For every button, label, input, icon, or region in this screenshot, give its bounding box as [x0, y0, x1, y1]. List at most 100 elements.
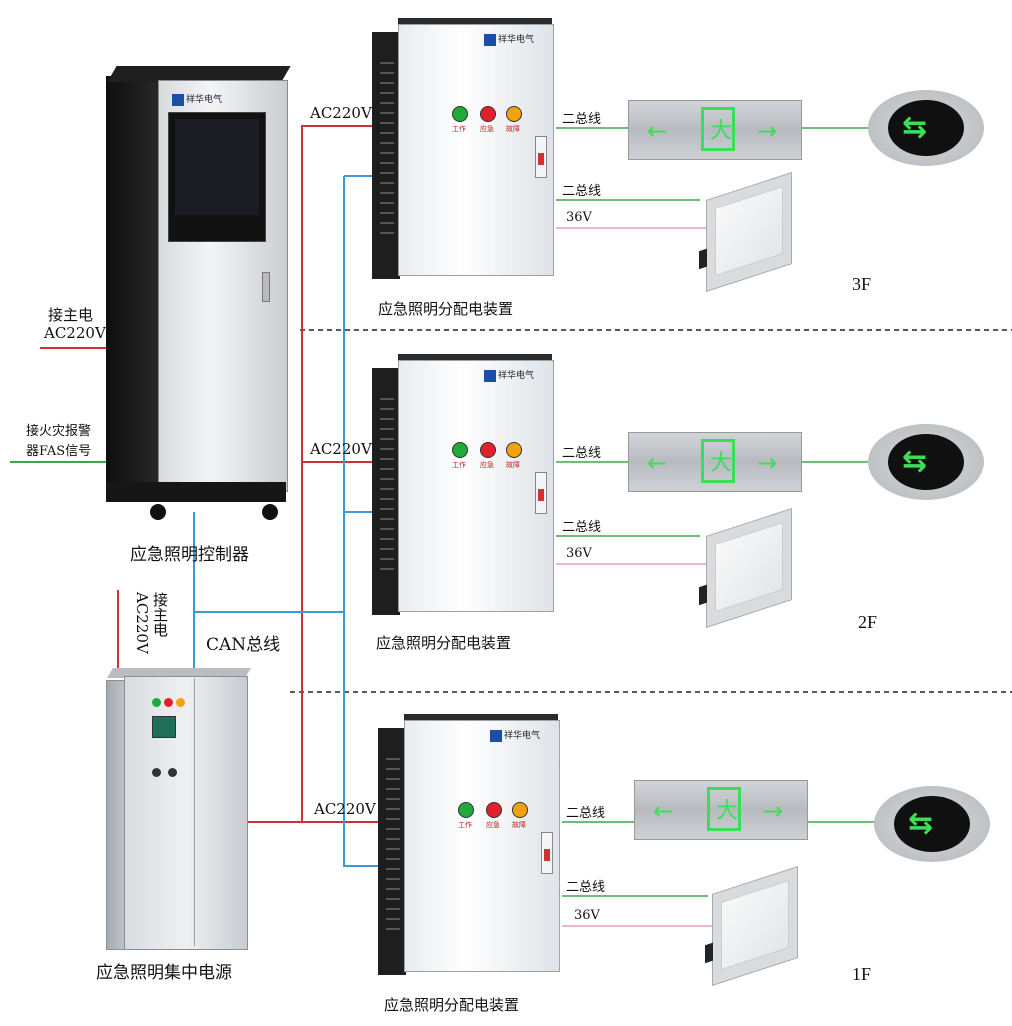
dbox-brand: 祥华电气 [498, 371, 535, 381]
bus-label-2f-downlight: 二总线 [562, 520, 602, 535]
cps-display [152, 716, 176, 738]
cps-door [124, 676, 248, 950]
work-lamp-label: 工作 [458, 821, 472, 829]
distribution-box-label-1f: 应急照明分配电装置 [384, 996, 520, 1014]
floor-light-lens: ⇆ [894, 796, 970, 852]
floor-indicator-light-icon: ⇆ [868, 90, 984, 166]
exit-door-icon [701, 107, 735, 151]
left-arrow-icon: ← [653, 797, 674, 825]
distribution-box-1f: 祥华电气 工作 应急 故障 [378, 714, 560, 975]
floor-light-lens: ⇆ [888, 434, 964, 490]
main-power-label-line2: AC220V [44, 324, 106, 342]
distribution-box-label-2f: 应急照明分配电装置 [376, 634, 512, 652]
dbox-brand: 祥华电气 [504, 731, 541, 741]
cps-knob [168, 768, 177, 777]
work-lamp-label: 工作 [452, 125, 466, 133]
exit-sign-icon: ← → [628, 432, 802, 492]
cps-door-seam [194, 678, 195, 946]
cps-lamp-green [152, 698, 161, 707]
work-lamp-label: 工作 [452, 461, 466, 469]
fault-lamp [512, 802, 528, 818]
dbox-switch [535, 136, 547, 178]
controller-handle [262, 272, 270, 302]
controller-logo: 祥华电气 [172, 92, 222, 106]
dbox-switch [535, 472, 547, 514]
central-power-label: 应急照明集中电源 [96, 963, 232, 983]
dbox-logo: 祥华电气 [484, 32, 534, 46]
ac220v-label-3f: AC220V [310, 104, 372, 122]
dbox-front [398, 360, 554, 612]
distribution-box-3f: 祥华电气 工作 应急 故障 [372, 18, 554, 279]
ac220v-label-1f: AC220V [314, 800, 376, 818]
dbox-front [398, 24, 554, 276]
dbox-brand: 祥华电气 [498, 35, 535, 45]
main-power-label-line1: 接主电 [48, 306, 94, 324]
emergency-lamp-label: 应急 [480, 461, 494, 469]
exit-sign-icon: ← → [628, 100, 802, 160]
exit-sign-icon: ← → [634, 780, 808, 840]
double-arrow-icon: ⇆ [902, 444, 928, 479]
distribution-box-label-3f: 应急照明分配电装置 [378, 300, 514, 318]
floor-light-lens: ⇆ [888, 100, 964, 156]
work-lamp [452, 106, 468, 122]
bus-label-3f-exit: 二总线 [562, 112, 602, 127]
left-arrow-icon: ← [647, 449, 668, 477]
dbox-side [372, 32, 400, 279]
work-lamp [452, 442, 468, 458]
cps-lamp-yellow [176, 698, 185, 707]
right-arrow-icon: → [763, 797, 784, 825]
controller-side [106, 76, 166, 488]
dbox-switch [541, 832, 553, 874]
exit-door-icon [707, 787, 741, 831]
fire-alarm-label-line1: 接火灾报警 [26, 424, 92, 439]
floor-indicator-light-icon: ⇆ [868, 424, 984, 500]
dbox-top [398, 18, 552, 26]
dbox-logo: 祥华电气 [490, 728, 540, 742]
right-arrow-icon: → [757, 449, 778, 477]
ac220v-label-2f: AC220V [310, 440, 372, 458]
bus-label-3f-downlight: 二总线 [562, 184, 602, 199]
controller-base [106, 482, 286, 502]
v36-label-2f: 36V [566, 546, 592, 561]
left-arrow-icon: ← [647, 117, 668, 145]
can-bus-label: CAN总线 [206, 635, 281, 655]
double-arrow-icon: ⇆ [902, 110, 928, 145]
dbox-top [398, 354, 552, 362]
emergency-lamp [480, 106, 496, 122]
dbox-side [378, 728, 406, 975]
fault-lamp-label: 故障 [512, 821, 526, 829]
fault-lamp-label: 故障 [506, 461, 520, 469]
emergency-lamp-label: 应急 [480, 125, 494, 133]
dbox-logo: 祥华电气 [484, 368, 534, 382]
distribution-box-2f: 祥华电气 工作 应急 故障 [372, 354, 554, 615]
fault-lamp [506, 442, 522, 458]
power-line-main [246, 125, 375, 823]
floor-label-3f: 3F [852, 274, 872, 294]
bus-label-1f-exit: 二总线 [566, 806, 606, 821]
cps-main-power-label-v2: AC220V [133, 592, 151, 654]
floor-label-2f: 2F [858, 612, 878, 632]
work-lamp [458, 802, 474, 818]
controller-label: 应急照明控制器 [130, 545, 249, 565]
floor-label-1f: 1F [852, 964, 872, 984]
fault-lamp-label: 故障 [506, 125, 520, 133]
controller-wheel [262, 504, 278, 520]
dbox-side [372, 368, 400, 615]
emergency-lamp [480, 442, 496, 458]
exit-door-icon [701, 439, 735, 483]
floor-indicator-light-icon: ⇆ [874, 786, 990, 862]
controller-screen [168, 112, 266, 242]
v36-label-3f: 36V [566, 210, 592, 225]
emergency-lighting-controller: 祥华电气 [106, 66, 291, 526]
bus-label-2f-exit: 二总线 [562, 446, 602, 461]
bus-label-1f-downlight: 二总线 [566, 880, 606, 895]
can-bus-trunk [343, 176, 380, 867]
controller-brand: 祥华电气 [186, 95, 223, 105]
fault-lamp [506, 106, 522, 122]
v36-label-1f: 36V [574, 908, 600, 923]
right-arrow-icon: → [757, 117, 778, 145]
double-arrow-icon: ⇆ [908, 806, 934, 841]
cps-knob [152, 768, 161, 777]
dbox-front [404, 720, 560, 972]
